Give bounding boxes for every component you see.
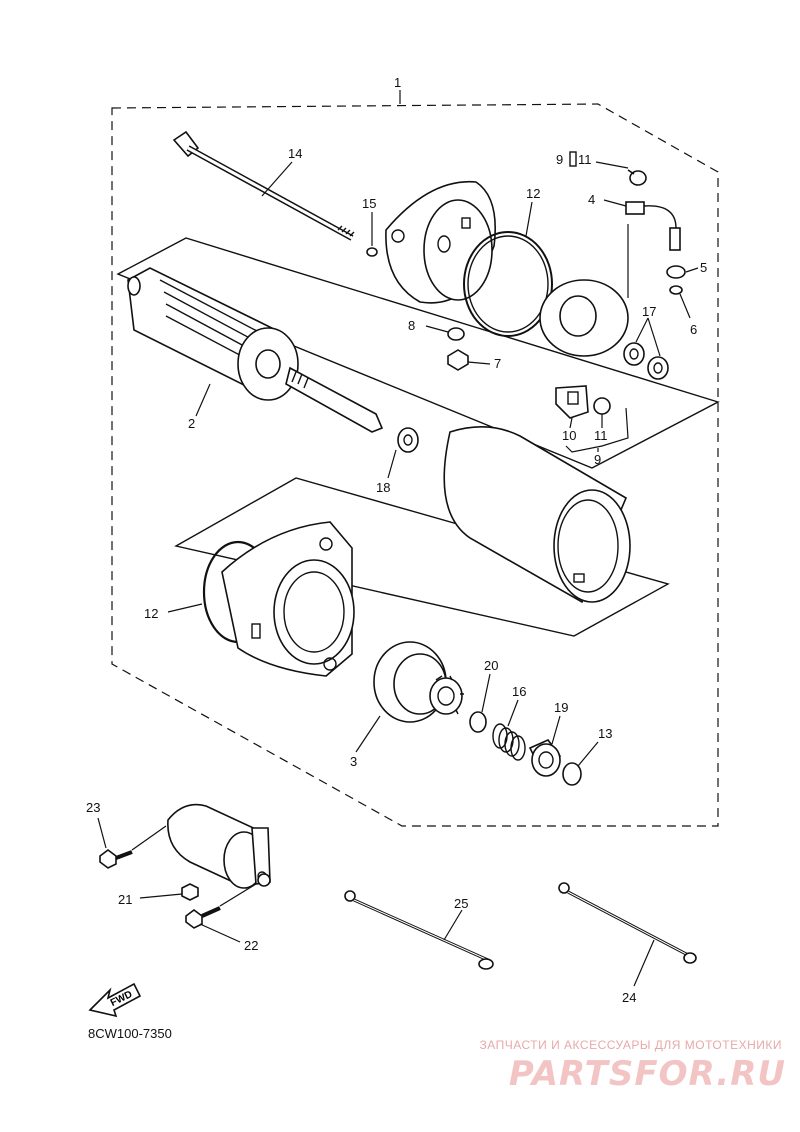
callout-7: 7 bbox=[494, 356, 501, 371]
part-11-terminal-bolt bbox=[627, 169, 647, 186]
callout-17: 17 bbox=[642, 304, 656, 319]
callout-14: 14 bbox=[288, 146, 302, 161]
part-25-lead-wire bbox=[344, 890, 494, 970]
part-3-pinion-clutch bbox=[373, 641, 464, 723]
part-10-brush-holder bbox=[555, 385, 589, 419]
part-6-o-ring bbox=[669, 285, 683, 295]
watermark-tagline: ЗАПЧАСТИ И АКСЕССУАРЫ ДЛЯ МОТОТЕХНИКИ bbox=[479, 1038, 782, 1052]
part-14-through-bolt bbox=[172, 130, 355, 241]
callout-15: 15 bbox=[362, 196, 376, 211]
callout-16: 16 bbox=[512, 684, 526, 699]
watermark-logo: PARTSFOR.RU bbox=[508, 1054, 786, 1094]
part-2-armature bbox=[127, 267, 384, 433]
assembly-boundary bbox=[111, 103, 719, 827]
callout-13: 13 bbox=[598, 726, 612, 741]
callout-12a: 12 bbox=[526, 186, 540, 201]
part-16-spring bbox=[492, 723, 526, 761]
part-17-washers bbox=[623, 342, 669, 380]
callout-24: 24 bbox=[622, 990, 636, 1005]
callout-10: 10 bbox=[562, 428, 576, 443]
diagram-code: 8CW100-7350 bbox=[88, 1026, 172, 1041]
part-24-lead-wire bbox=[558, 882, 697, 964]
callout-18: 18 bbox=[376, 480, 390, 495]
callout-9-11-b: 11 bbox=[578, 152, 592, 167]
front-cover bbox=[221, 521, 355, 677]
callout-20: 20 bbox=[484, 658, 498, 673]
part-18-washer bbox=[397, 427, 419, 453]
part-20-circlip bbox=[469, 711, 487, 733]
part-7-nut bbox=[447, 349, 469, 371]
part-8-washer bbox=[447, 327, 465, 341]
rear-cover bbox=[385, 180, 496, 304]
upper-plane bbox=[116, 237, 720, 469]
starter-motor-assembly bbox=[167, 803, 271, 890]
brush-plate bbox=[539, 279, 629, 357]
callout-5: 5 bbox=[700, 260, 707, 275]
part-4-brush-lead bbox=[625, 201, 681, 251]
callout-3: 3 bbox=[350, 754, 357, 769]
callout-9: 9 bbox=[594, 452, 601, 467]
callout-2: 2 bbox=[188, 416, 195, 431]
callout-21: 21 bbox=[118, 892, 132, 907]
callout-8: 8 bbox=[408, 318, 415, 333]
part-22-bolt bbox=[185, 906, 221, 929]
part-11-nut bbox=[593, 397, 611, 415]
part-5-nut bbox=[666, 265, 686, 279]
motor-yoke bbox=[443, 426, 631, 604]
part-19-collar bbox=[528, 739, 562, 777]
part-21-nut bbox=[181, 883, 199, 901]
callout-25: 25 bbox=[454, 896, 468, 911]
part-15-o-ring bbox=[366, 247, 378, 257]
callout-11: 11 bbox=[594, 428, 608, 443]
callout-12b: 12 bbox=[144, 606, 158, 621]
callout-19: 19 bbox=[554, 700, 568, 715]
part-12-o-ring-upper bbox=[463, 231, 553, 337]
callout-22: 22 bbox=[244, 938, 258, 953]
callout-4: 4 bbox=[588, 192, 595, 207]
part-13-circlip bbox=[562, 762, 582, 786]
fwd-arrow-icon: FWD bbox=[88, 982, 142, 1018]
callout-1: 1 bbox=[394, 75, 401, 90]
callout-9-11-a: 9 bbox=[556, 152, 563, 167]
part-23-bolt bbox=[99, 849, 133, 869]
callout-23: 23 bbox=[86, 800, 100, 815]
lower-plane bbox=[174, 477, 670, 637]
callout-6: 6 bbox=[690, 322, 697, 337]
